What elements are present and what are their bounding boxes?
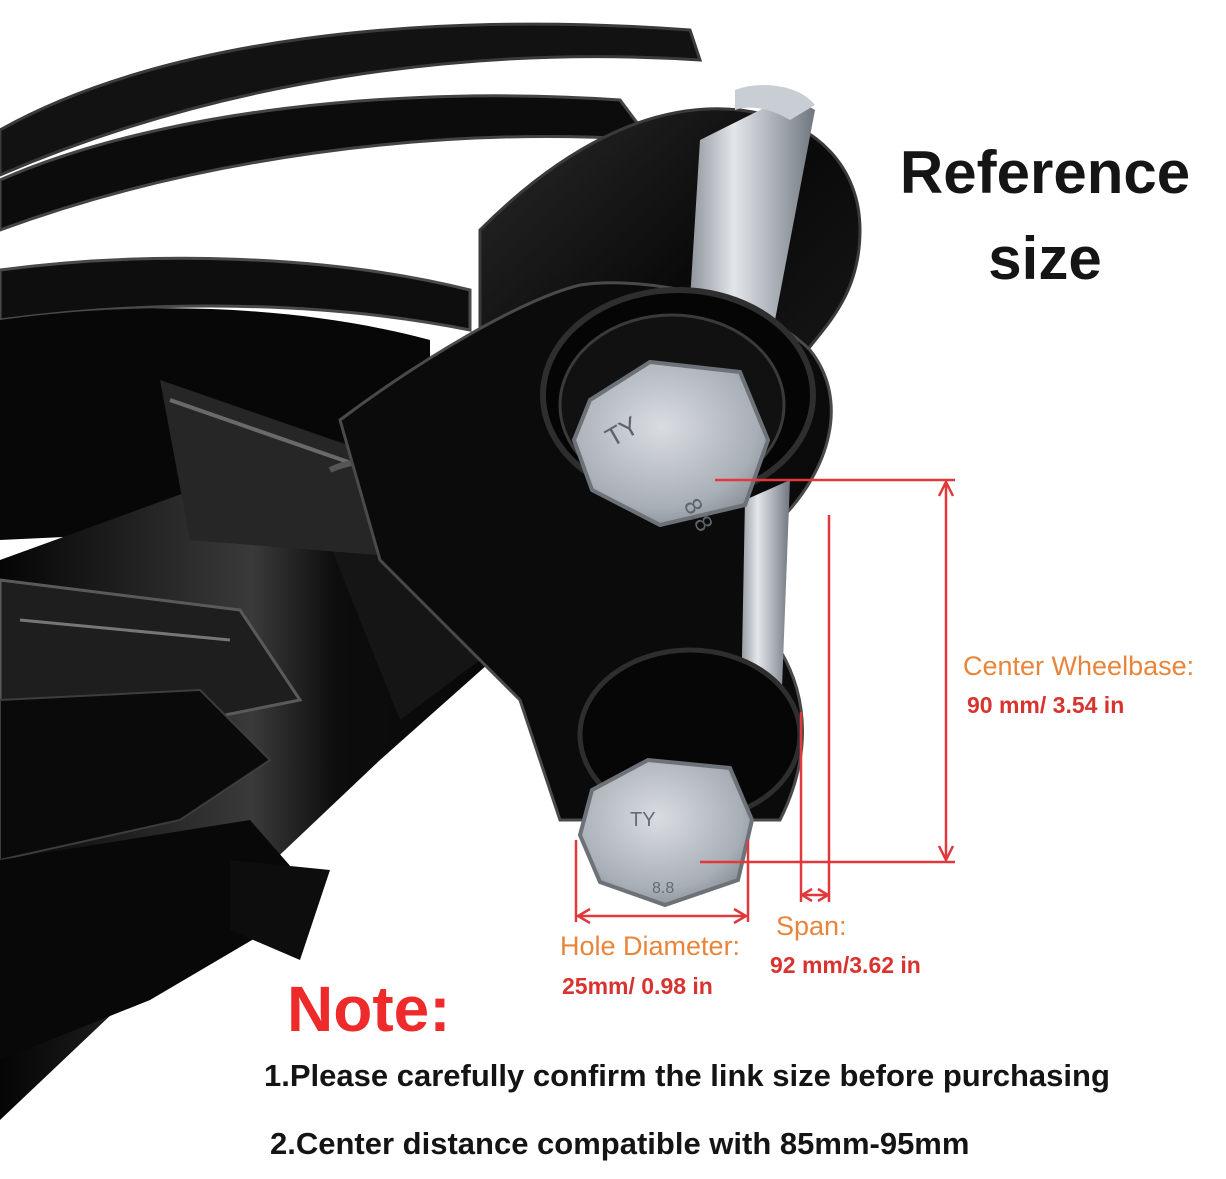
hole-diameter-label: Hole Diameter: [560,931,741,961]
reference-size-title-line1: Reference [899,139,1191,206]
bottom-bolt-head-mark: TY [630,809,656,831]
note-heading: Note: [287,973,451,1045]
center-wheelbase-value: 90 mm/ 3.54 in [967,692,1125,718]
hole-diameter-value: 25mm/ 0.98 in [562,973,713,999]
center-wheelbase-label: Center Wheelbase: [963,651,1195,681]
reference-size-title-line2: size [988,225,1102,292]
bottom-bolt-grade-mark: 8.8 [652,880,674,897]
span-value: 92 mm/3.62 in [770,952,921,978]
note-item-2: 2.Center distance compatible with 85mm-9… [270,1126,970,1161]
note-item-1: 1.Please carefully confirm the link size… [264,1058,1110,1093]
span-label: Span: [776,911,847,941]
